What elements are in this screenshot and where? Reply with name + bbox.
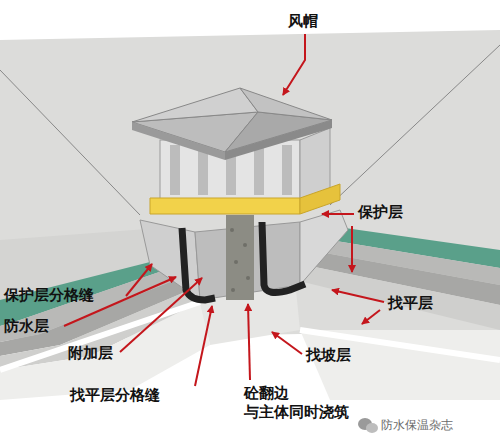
callout-label: 附加层 <box>68 344 113 363</box>
callout-label: 找平层 <box>388 294 433 313</box>
wechat-icon <box>358 418 378 433</box>
callout-label: 找坡层 <box>306 346 351 365</box>
callout-label: 防水层 <box>4 317 49 336</box>
callout-label: 找平层分格缝 <box>70 386 160 405</box>
callout-label: 保护层分格缝 <box>4 286 94 305</box>
callout-label: 风帽 <box>288 12 318 31</box>
callout-label: 保护层 <box>358 203 403 222</box>
callout-label: 砼翻边 与主体同时浇筑 <box>244 384 358 422</box>
watermark: 防水保温杂志 <box>381 416 453 435</box>
